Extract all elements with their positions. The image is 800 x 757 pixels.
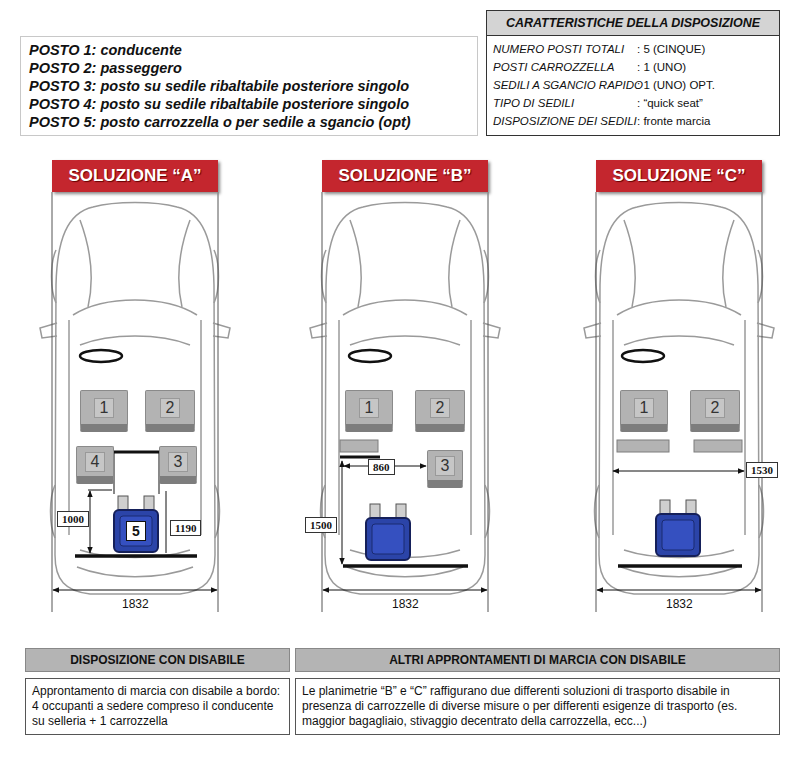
wheelchair	[114, 496, 158, 552]
seat-number: 1	[94, 398, 115, 418]
folded-seat	[340, 440, 378, 452]
legend-line: POSTO 4: posto su sedile ribaltabile pos…	[29, 95, 469, 113]
banner-title: SOLUZIONE “C”	[612, 166, 745, 186]
dimension-lines	[342, 461, 426, 564]
seat-box: 2	[690, 390, 740, 432]
panel-heading: ALTRI APPRONTAMENTI DI MARCIA CON DISABI…	[295, 648, 780, 672]
table-heading: CARATTERISTICHE DELLA DISPOSIZIONE	[487, 11, 779, 36]
floor-bar	[343, 564, 468, 568]
dimension-lines	[52, 192, 762, 612]
table-key: NUMERO POSTI TOTALI	[487, 40, 637, 58]
seat-number: 3	[435, 456, 456, 476]
seat-box: 3	[427, 450, 463, 488]
seat-box: 1	[620, 390, 668, 432]
car-outline	[584, 203, 774, 595]
table-value: : “quick seat”	[637, 94, 779, 112]
seat-box: 1	[345, 390, 393, 432]
folded-seat	[694, 440, 742, 452]
seat-number: 2	[430, 398, 451, 418]
wheelchair	[366, 504, 410, 560]
dimension-label: 1832	[389, 597, 422, 611]
legend-line: POSTO 5: posto carrozzella o per sedile …	[29, 113, 469, 131]
table-value: : 5 (CINQUE)	[637, 40, 779, 58]
panel-heading: DISPOSIZIONE CON DISABILE	[25, 648, 290, 672]
folded-seat	[617, 440, 669, 452]
dimension-label: 1832	[663, 597, 696, 611]
dimension-label: 1530	[746, 462, 778, 478]
seat-number: 5	[132, 523, 140, 539]
dimension-label: 1832	[119, 597, 152, 611]
seat-number: 1	[634, 398, 655, 418]
seat-number: 2	[160, 398, 181, 418]
legend-line: POSTO 1: conducente	[29, 41, 469, 59]
table-key: POSTI CARROZZELLA	[487, 58, 637, 76]
steering-wheel	[622, 350, 664, 362]
floor-bar	[618, 564, 742, 568]
dimension-label: 860	[368, 459, 395, 475]
banner-title: SOLUZIONE “A”	[68, 166, 201, 186]
car-outline	[310, 203, 500, 595]
seat-number: 4	[85, 452, 106, 472]
legend-line: POSTO 2: passeggero	[29, 59, 469, 77]
car-outline	[40, 203, 230, 595]
dimension-lines	[88, 490, 166, 553]
wheelchair-frame	[75, 452, 197, 556]
table-value: : 1 (UNO) OPT.	[637, 76, 779, 94]
dimension-line	[613, 471, 744, 472]
dimension-label: 1190	[170, 520, 201, 536]
seat-number: 3	[168, 452, 189, 472]
panel-body: Le planimetrie “B” e “C” raffigurano due…	[295, 678, 780, 735]
seat-number: 1	[359, 398, 380, 418]
steering-wheel	[80, 350, 122, 362]
info-panel: ALTRI APPRONTAMENTI DI MARCIA CON DISABI…	[295, 648, 780, 735]
legend-line: POSTO 3: posto su sedile ribaltabile pos…	[29, 77, 469, 95]
table-value: : 1 (UNO)	[637, 58, 779, 76]
seat-box: 1	[80, 390, 128, 432]
seat-box: 3	[159, 446, 197, 484]
table-value: : fronte marcia	[637, 112, 779, 130]
banner-title: SOLUZIONE “B”	[338, 166, 471, 186]
info-panel: DISPOSIZIONE CON DISABILE Approntamento d…	[25, 648, 290, 735]
solution-banner: SOLUZIONE “C”	[596, 160, 762, 192]
features-table: CARATTERISTICHE DELLA DISPOSIZIONE NUMERO…	[486, 10, 780, 136]
seat-legend-box: POSTO 1: conducentePOSTO 2: passeggeroPO…	[20, 36, 478, 136]
table-key: TIPO DI SEDILI	[487, 94, 637, 112]
solution-banner: SOLUZIONE “A”	[52, 160, 218, 192]
seat-box: 2	[415, 390, 465, 432]
steering-wheel	[349, 350, 391, 362]
wheelchair-place-number: 5	[126, 521, 146, 541]
table-key: SEDILI A SGANCIO RAPIDO	[487, 76, 637, 94]
seat-box: 4	[76, 446, 114, 484]
dimension-label: 1000	[57, 511, 89, 527]
seat-box: 2	[145, 390, 195, 432]
dimension-label: 1500	[305, 517, 337, 533]
panel-body: Approntamento di marcia con disabile a b…	[25, 678, 290, 735]
wheelchair	[656, 500, 700, 556]
solution-banner: SOLUZIONE “B”	[322, 160, 488, 192]
seat-number: 2	[705, 398, 726, 418]
table-key: DISPOSIZIONE DEI SEDILI	[487, 112, 637, 130]
